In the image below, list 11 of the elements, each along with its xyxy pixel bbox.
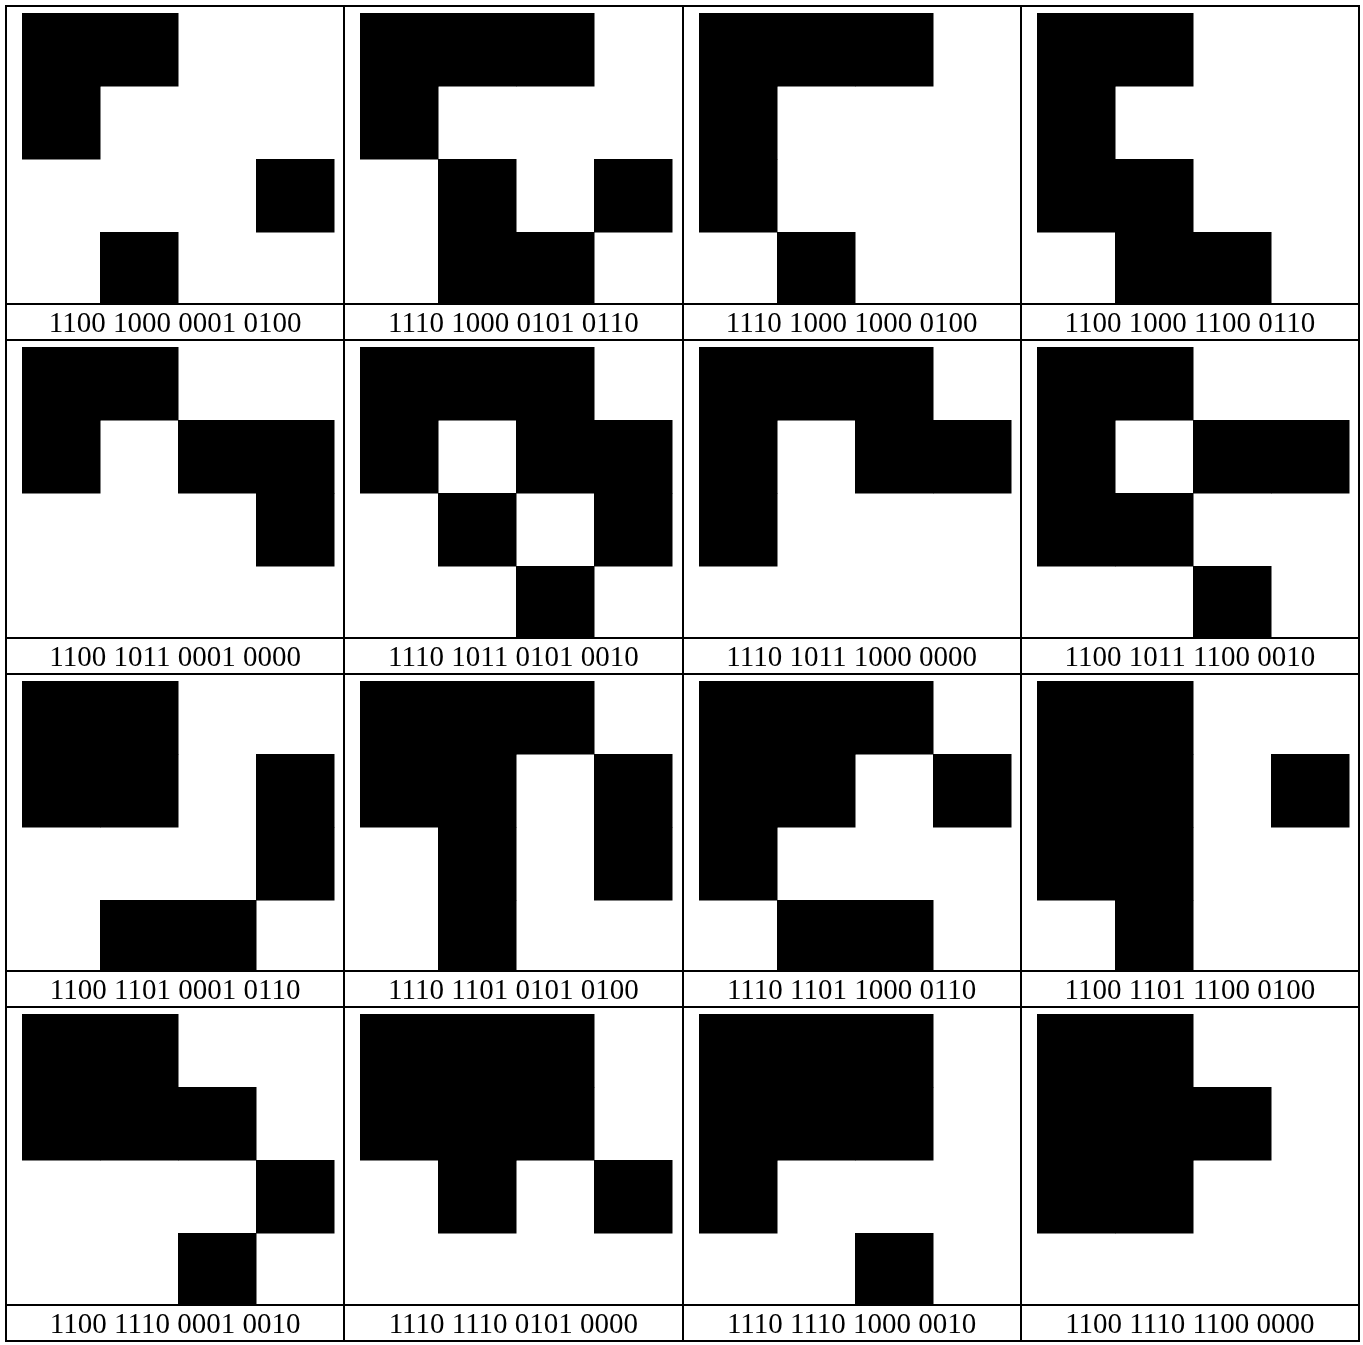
pattern-panel	[1019, 338, 1360, 675]
pattern-panel	[5, 672, 346, 1009]
pattern-panel	[5, 1006, 346, 1342]
pattern-panel	[5, 5, 346, 341]
pattern-panel	[5, 338, 346, 675]
pattern-panel	[1019, 5, 1360, 341]
bit-code: 1110 1110 1000 0010	[683, 1304, 1020, 1340]
pattern-panel	[1019, 672, 1360, 1009]
bit-code: 1100 1110 1100 0000	[1021, 1304, 1358, 1340]
pattern-panel	[1019, 1006, 1360, 1342]
bit-code: 1110 1110 0101 0000	[345, 1304, 682, 1340]
